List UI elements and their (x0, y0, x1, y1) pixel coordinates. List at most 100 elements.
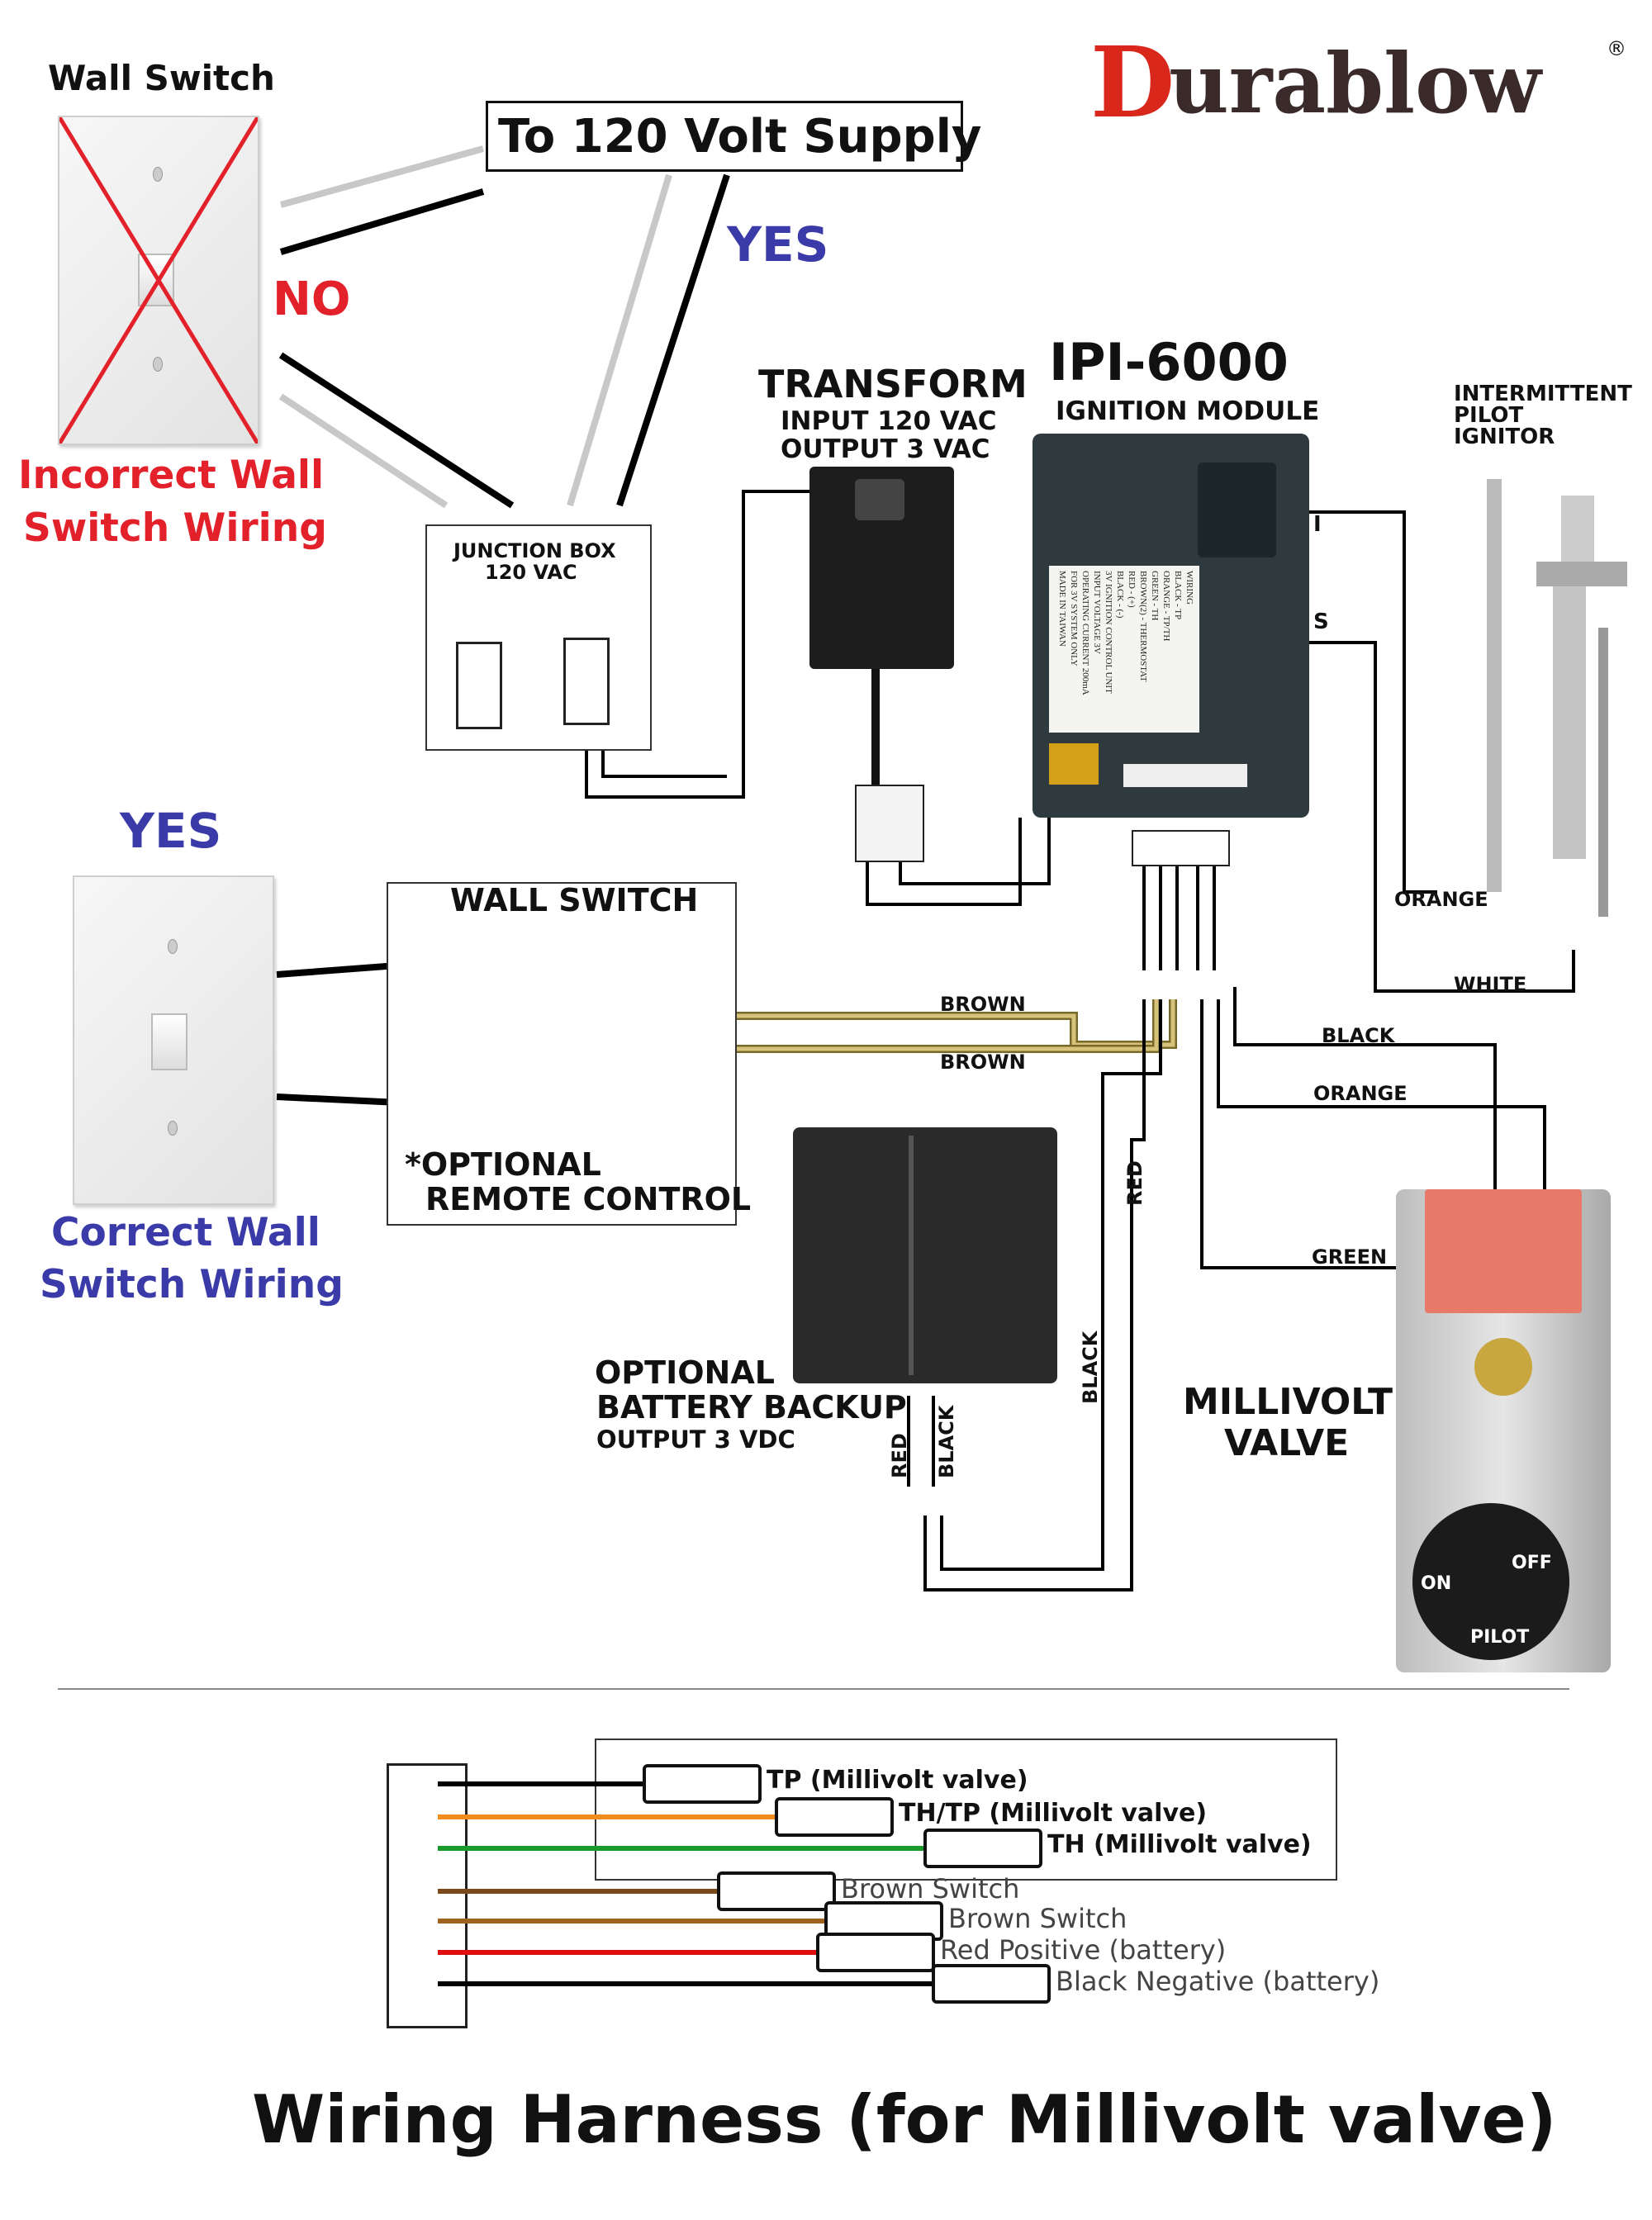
correct-caption-1: Correct Wall (51, 1210, 320, 1255)
outlet-right (563, 638, 610, 725)
cross-icon (59, 117, 258, 444)
incorrect-header: Wall Switch (48, 58, 275, 98)
knob-pilot-label: PILOT (1470, 1627, 1530, 1648)
millivolt-valve: ON OFF PILOT (1396, 1189, 1611, 1672)
valve-harness-box (595, 1739, 1337, 1881)
outlet-left (456, 642, 502, 729)
wire-black-valve (1233, 987, 1497, 1189)
pilot-ignitor (1454, 462, 1635, 917)
wire-orange-valve (1217, 999, 1546, 1189)
harness-connector (643, 1764, 762, 1804)
sticker-line: BROWN(2) - THERMOSTAT (1138, 571, 1148, 682)
transformer-title: TRANSFORM (758, 362, 1028, 406)
wire-black (278, 352, 515, 509)
wire-black (616, 173, 730, 507)
sticker-line: FOR 3V SYSTEM ONLY (1069, 571, 1079, 666)
sticker-line: ORANGE - TP/TH (1161, 571, 1171, 642)
remote-note-1: *OPTIONAL (405, 1146, 601, 1183)
transformer-output: OUTPUT 3 VAC (781, 434, 990, 464)
harness-label-6: Red Positive (battery) (940, 1934, 1227, 1966)
harness-label-5: Brown Switch (948, 1903, 1127, 1934)
knob-on-label: ON (1421, 1573, 1452, 1594)
harness-connector (932, 1964, 1051, 2004)
pilot-label-3: IGNITOR (1454, 425, 1555, 449)
wire-green-valve (1200, 999, 1437, 1269)
logo-wordmark: urablow (1169, 35, 1541, 132)
junction-box-label-1: JUNCTION BOX (453, 539, 616, 562)
wire-grey (279, 145, 485, 208)
correct-caption-2: Switch Wiring (40, 1262, 344, 1307)
harness-label-4: Brown Switch (841, 1873, 1020, 1905)
harness-label-2: TH/TP (Millivolt valve) (899, 1799, 1208, 1828)
harness-connector (717, 1871, 836, 1911)
sticker-line: OPERATING CURRENT 200mA (1080, 571, 1090, 695)
label-black: BLACK (1322, 1024, 1395, 1047)
wire-grey (567, 173, 672, 507)
harness-label-7: Black Negative (battery) (1056, 1966, 1380, 1997)
harness-title: Wiring Harness (for Millivolt valve) (252, 2081, 1557, 2158)
harness-connector (775, 1797, 894, 1837)
label-green: GREEN (1312, 1245, 1388, 1269)
label-orange-pilot: ORANGE (1394, 888, 1488, 911)
incorrect-caption-2: Switch Wiring (23, 505, 327, 551)
sticker-line: INPUT VOLTAGE 3V (1092, 571, 1102, 654)
wire-ac (585, 490, 809, 799)
wire-3vac (899, 818, 1051, 885)
logo-initial: D (1090, 25, 1175, 140)
label-orange: ORANGE (1313, 1082, 1408, 1105)
valve-terminals (1425, 1189, 1582, 1313)
remote-note-2: REMOTE CONTROL (425, 1181, 752, 1217)
valve-knob: ON OFF PILOT (1412, 1503, 1569, 1660)
harness-label-1: TP (Millivolt valve) (767, 1766, 1028, 1795)
wire-grey (278, 393, 449, 509)
harness-label-3: TH (Millivolt valve) (1047, 1830, 1312, 1859)
transformer (809, 467, 954, 669)
terminal-i: I (1313, 512, 1322, 537)
remote-box-title: WALL SWITCH (450, 882, 699, 918)
wire-black (279, 188, 485, 255)
registered-mark: ® (1607, 37, 1626, 60)
remote-control-box: WALL SWITCH *OPTIONAL REMOTE CONTROL (387, 882, 751, 1226)
wire-3vac (866, 818, 1022, 906)
module-harness-plug (1132, 830, 1230, 866)
junction-box-label-2: 120 VAC (485, 561, 577, 584)
sticker-line: BLACK - TP (1173, 571, 1183, 620)
wire-white-pilot (1309, 641, 1575, 993)
sticker-line: GREEN - TH (1150, 571, 1160, 621)
sticker-line: MADE IN TAIWAN (1057, 571, 1067, 647)
sticker-line: 3V IGNITION CONTROL UNIT (1104, 571, 1113, 694)
supply-yes-label: YES (727, 216, 829, 273)
pilot-label-2: PILOT (1454, 403, 1524, 428)
wire-red (923, 999, 1146, 1591)
harness-connector (923, 1829, 1042, 1868)
wire-black (940, 999, 1162, 1571)
wire-orange-pilot (1309, 510, 1437, 894)
label-brown-2: BROWN (940, 1051, 1026, 1074)
label-white: WHITE (1454, 973, 1527, 996)
correct-wall-switch (73, 875, 274, 1205)
correct-yes-label: YES (120, 803, 222, 859)
transformer-input: INPUT 120 VAC (781, 406, 997, 436)
module-title: IPI-6000 (1049, 332, 1289, 392)
sticker-line: RED - (+) (1127, 571, 1137, 608)
battery-label-2: BATTERY BACKUP (596, 1389, 907, 1425)
battery-label-3: OUTPUT 3 VDC (596, 1425, 795, 1454)
transformer-connector (855, 785, 924, 862)
battery-label-1: OPTIONAL (595, 1354, 775, 1391)
label-brown-1: BROWN (940, 993, 1026, 1016)
supply-label: To 120 Volt Supply (498, 110, 982, 164)
harness-connector (816, 1933, 935, 1972)
incorrect-caption-1: Incorrect Wall (18, 453, 325, 498)
knob-off-label: OFF (1512, 1553, 1552, 1573)
junction-box: JUNCTION BOX 120 VAC (425, 524, 652, 751)
sticker-line: WIRING (1184, 571, 1194, 605)
valve-label-1: MILLIVOLT (1183, 1381, 1393, 1423)
no-label: NO (273, 273, 351, 326)
incorrect-wall-switch (58, 116, 259, 445)
pilot-label-1: INTERMITTENT (1454, 382, 1632, 406)
module-subtitle: IGNITION MODULE (1056, 396, 1320, 426)
supply-box: To 120 Volt Supply (486, 101, 981, 172)
